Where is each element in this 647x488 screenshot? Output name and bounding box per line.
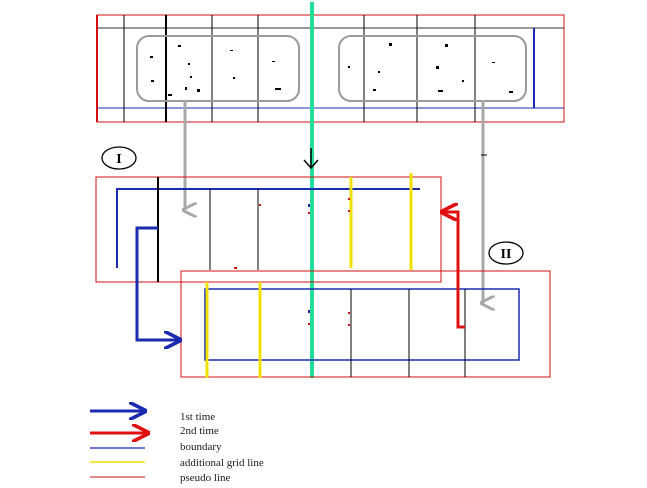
marker [234, 267, 237, 269]
marker [348, 198, 350, 200]
marker [308, 310, 310, 313]
subdomain-one-grid-lines [157, 177, 259, 282]
legend-boundary: boundary [90, 441, 222, 453]
legend-second-time-label: 2nd time [180, 425, 219, 437]
part-two-text: II [501, 247, 512, 262]
legend-boundary-label: boundary [180, 441, 222, 453]
marker [259, 204, 261, 206]
subdomain-two [180, 270, 551, 378]
part-one-text: I [116, 152, 121, 167]
legend: 1st time 2nd time boundary additional gr… [90, 411, 264, 484]
region-two-outline [338, 35, 527, 102]
subdomain-two-additional-grid [205, 282, 262, 378]
full-domain-grid-lines [123, 15, 476, 122]
marker [348, 312, 350, 314]
full-domain [96, 14, 565, 123]
sample-points [150, 43, 513, 96]
subdomain-two-pseudo-border [180, 270, 551, 378]
subdomain-one-boundary [116, 188, 420, 268]
region-one-outline [136, 35, 300, 102]
part-one-label: I [101, 146, 137, 170]
split-down-arrow [303, 148, 319, 170]
subdomain-one-additional-grid [349, 173, 413, 270]
move-arrow-region-two [481, 100, 487, 303]
legend-first-time-label: 1st time [180, 411, 215, 423]
legend-pseudo-line: pseudo line [90, 472, 231, 484]
legend-additional-grid-label: additional grid line [180, 457, 264, 469]
marker [308, 204, 310, 207]
marker [348, 324, 350, 326]
legend-first-time: 1st time [90, 411, 215, 423]
full-domain-pseudo-border [96, 14, 565, 123]
legend-second-time: 2nd time [90, 425, 219, 437]
part-two-label: II [488, 241, 524, 265]
second-time-arrow [442, 212, 465, 329]
legend-pseudo-line-label: pseudo line [180, 472, 231, 484]
legend-additional-grid-line: additional grid line [90, 457, 264, 469]
subdomain-two-boundary [204, 288, 520, 361]
marker [308, 323, 310, 325]
subdomain-one-pseudo-border [95, 176, 442, 283]
subdomain-two-grid-lines [350, 289, 466, 377]
marker [348, 210, 350, 212]
marker [308, 212, 310, 214]
first-time-arrow [135, 226, 180, 340]
